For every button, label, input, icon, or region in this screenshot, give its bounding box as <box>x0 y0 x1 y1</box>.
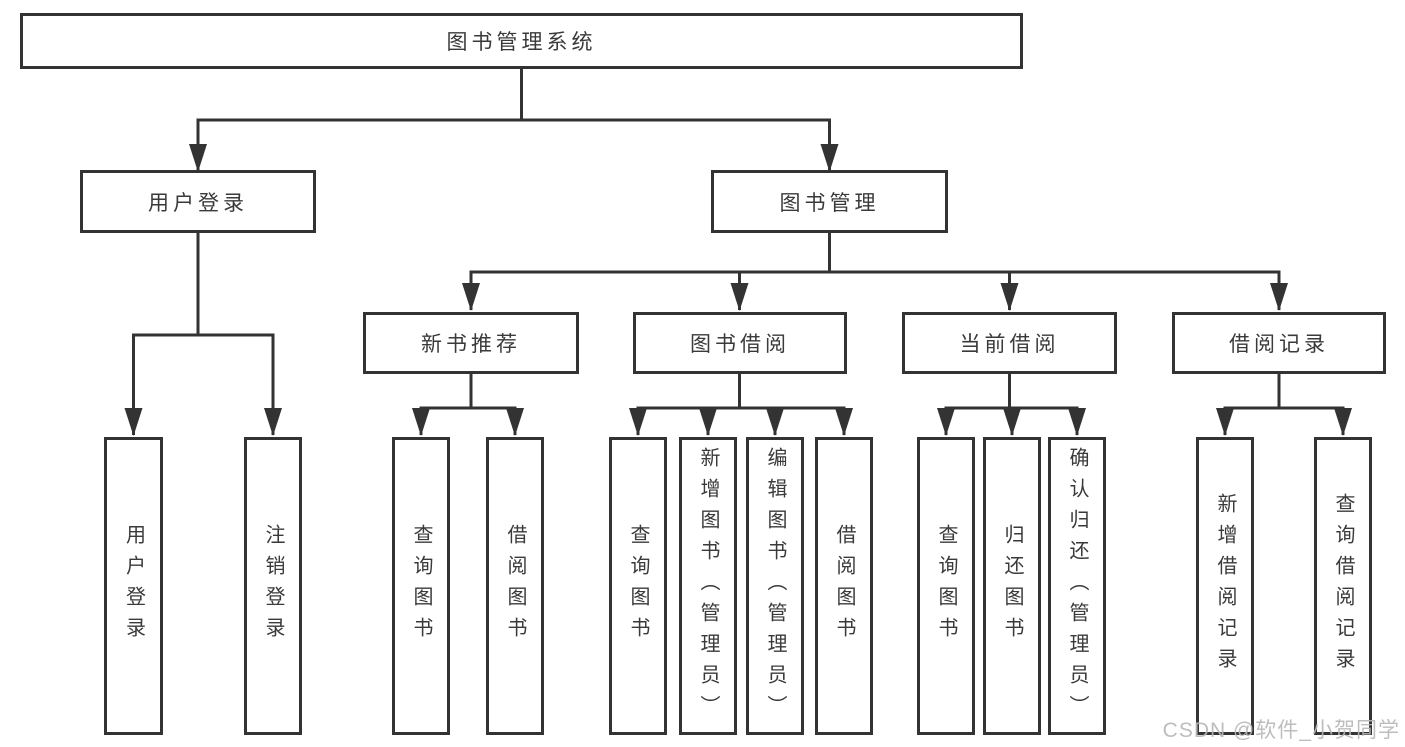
leaf-query-book-3: 查询图书 <box>917 437 975 735</box>
node-label: 图书借阅 <box>690 333 790 356</box>
leaf-label: 确认归还（管理员） <box>1066 446 1088 726</box>
leaf-label: 借阅图书 <box>833 524 855 648</box>
leaf-label: 归还图书 <box>1001 524 1023 648</box>
node-library-management-system: 图书管理系统 <box>20 13 1023 69</box>
leaf-label: 查询图书 <box>935 524 957 648</box>
leaf-return-book: 归还图书 <box>983 437 1041 735</box>
leaf-label: 新增借阅记录 <box>1214 493 1236 679</box>
node-book-management: 图书管理 <box>711 170 948 233</box>
leaf-query-borrow-record: 查询借阅记录 <box>1314 437 1372 735</box>
node-new-book-recommend: 新书推荐 <box>363 312 579 374</box>
node-book-borrow: 图书借阅 <box>633 312 847 374</box>
leaf-query-book-1: 查询图书 <box>392 437 450 735</box>
leaf-borrow-book-1: 借阅图书 <box>486 437 544 735</box>
leaf-logout: 注销登录 <box>244 437 302 735</box>
node-label: 图书管理 <box>779 191 880 215</box>
leaf-label: 查询图书 <box>410 524 432 648</box>
leaf-label: 新增图书（管理员） <box>697 446 719 726</box>
node-label: 用户登录 <box>148 191 248 215</box>
leaf-label: 借阅图书 <box>504 524 526 648</box>
leaf-query-book-2: 查询图书 <box>609 437 667 735</box>
node-label: 图书管理系统 <box>446 31 597 54</box>
leaf-add-book-admin: 新增图书（管理员） <box>679 437 737 735</box>
node-current-borrow: 当前借阅 <box>902 312 1117 374</box>
leaf-label: 编辑图书（管理员） <box>764 446 786 726</box>
leaf-add-borrow-record: 新增借阅记录 <box>1196 437 1254 735</box>
node-borrow-records: 借阅记录 <box>1172 312 1386 374</box>
node-label: 借阅记录 <box>1229 333 1329 356</box>
leaf-edit-book-admin: 编辑图书（管理员） <box>746 437 804 735</box>
leaf-user-login: 用户登录 <box>104 437 163 735</box>
leaf-label: 查询借阅记录 <box>1332 493 1354 679</box>
node-user-login: 用户登录 <box>80 170 316 233</box>
leaf-borrow-book-2: 借阅图书 <box>815 437 873 735</box>
watermark-text: CSDN @软件_小贺同学 <box>1162 719 1400 742</box>
leaf-label: 用户登录 <box>122 524 145 648</box>
leaf-label: 查询图书 <box>627 524 649 648</box>
node-label: 当前借阅 <box>959 333 1060 356</box>
leaf-confirm-return-admin: 确认归还（管理员） <box>1048 437 1106 735</box>
leaf-label: 注销登录 <box>262 524 284 648</box>
node-label: 新书推荐 <box>421 333 521 356</box>
